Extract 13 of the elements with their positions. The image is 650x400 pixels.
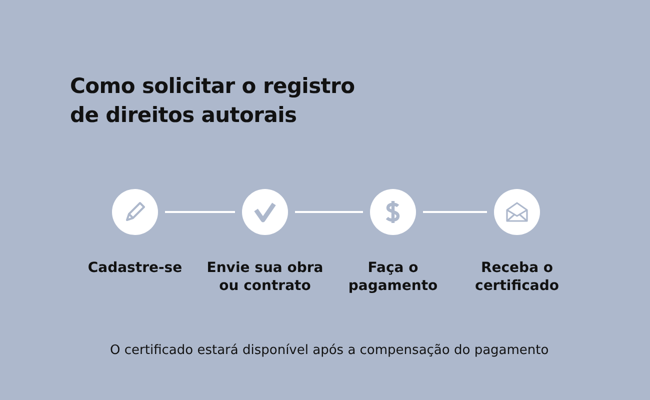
connector-line bbox=[423, 211, 487, 213]
step-circle bbox=[242, 189, 288, 235]
step-label: Cadastre-se bbox=[86, 259, 184, 277]
step-label: Receba o certificado bbox=[474, 259, 560, 295]
step-circle bbox=[494, 189, 540, 235]
title: Como solicitar o registro de direitos autorais bbox=[70, 73, 356, 129]
caption: O certificado estará disponível após a compensação do pagamento bbox=[110, 343, 549, 358]
step-label: Faça o pagamento bbox=[347, 259, 439, 295]
connector-line bbox=[165, 211, 235, 213]
step-label: Envie sua obra ou contrato bbox=[206, 259, 324, 295]
step-circle bbox=[370, 189, 416, 235]
step-circle bbox=[112, 189, 158, 235]
connector-line bbox=[295, 211, 363, 213]
